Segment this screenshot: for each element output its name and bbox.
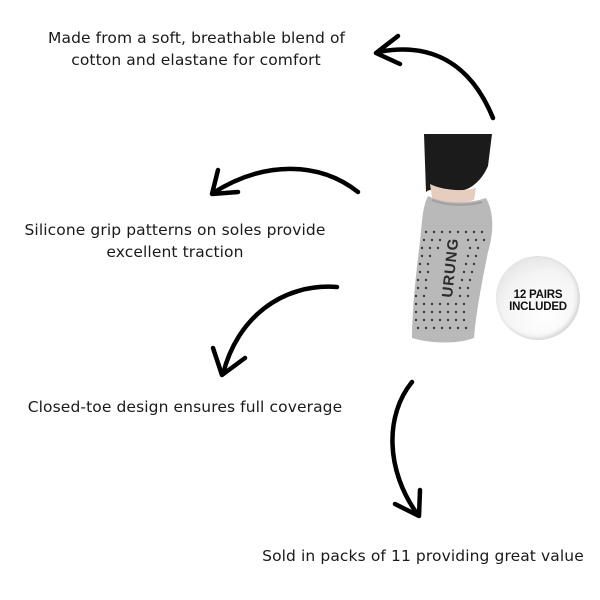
sock-body: [412, 196, 493, 343]
badge-label: 12 PAIRS INCLUDED: [496, 289, 580, 313]
caption-line: Sold in packs of 11 providing great valu…: [262, 547, 584, 565]
curved-arrow-icon: [373, 33, 496, 121]
feature-caption-grip: Silicone grip patterns on soles provide …: [22, 219, 328, 263]
feature-caption-closed-toe: Closed-toe design ensures full coverage: [26, 396, 344, 418]
ankle-skin: [430, 184, 476, 203]
caption-line: excellent traction: [106, 243, 244, 261]
grip-dots: [414, 230, 486, 330]
badge-line: 12 PAIRS: [513, 289, 563, 301]
sock-product-image: URUNG: [412, 134, 493, 343]
badge-line: INCLUDED: [509, 301, 567, 313]
caption-line: cotton and elastane for comfort: [71, 51, 321, 69]
caption-line: Closed-toe design ensures full coverage: [27, 398, 343, 416]
feature-caption-fabric: Made from a soft, breathable blend of co…: [48, 27, 346, 71]
feature-caption-pack: Sold in packs of 11 providing great valu…: [262, 545, 584, 567]
curved-arrow-icon: [390, 379, 423, 519]
legging: [424, 134, 492, 192]
curved-arrow-icon: [210, 284, 340, 378]
sock-brand-logo: URUNG: [439, 237, 462, 298]
caption-line: Silicone grip patterns on soles provide: [24, 221, 326, 239]
badge-sticker: [496, 256, 580, 340]
caption-line: Made from a soft, breathable blend of: [48, 29, 346, 47]
pack-count-badge: 12 PAIRS INCLUDED: [496, 256, 580, 340]
curved-arrow-icon: [209, 166, 361, 197]
